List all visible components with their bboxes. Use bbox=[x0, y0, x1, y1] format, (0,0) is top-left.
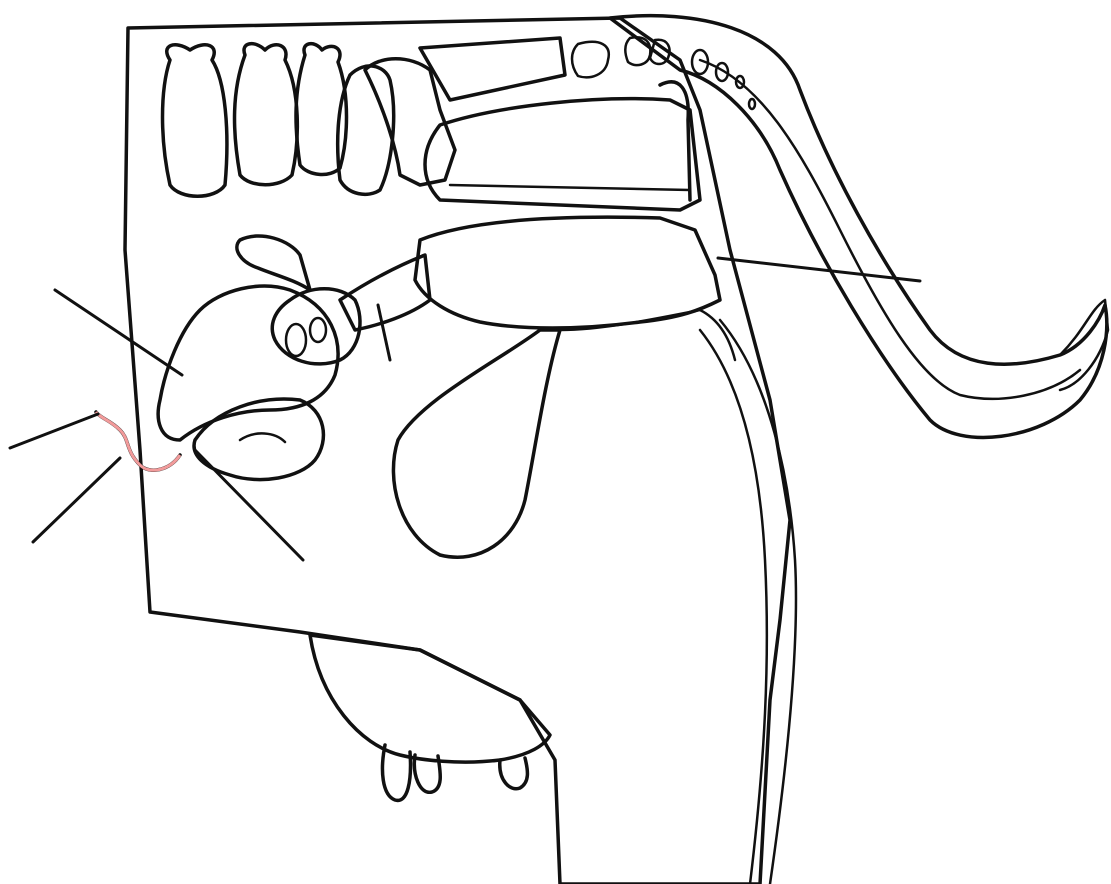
ovary-left bbox=[286, 324, 306, 356]
uterine-body bbox=[272, 289, 360, 364]
leader-lines bbox=[10, 258, 920, 560]
broad-ligament-fold bbox=[237, 236, 310, 290]
udder bbox=[310, 635, 550, 762]
leader-line-uterine-horn bbox=[195, 450, 303, 560]
vagina bbox=[415, 217, 720, 328]
leader-line-cervix bbox=[378, 305, 390, 360]
rectum bbox=[425, 82, 700, 210]
teat-rear bbox=[500, 758, 528, 789]
bladder-shape bbox=[393, 330, 560, 557]
hind-leg-contour bbox=[700, 330, 767, 884]
ovary-right bbox=[310, 318, 326, 342]
vertebra-2 bbox=[235, 44, 298, 185]
rectum-shape bbox=[425, 99, 700, 210]
vertebra-1 bbox=[163, 45, 227, 196]
uterine-horn-curl bbox=[240, 433, 285, 442]
reproductive-tract bbox=[96, 217, 720, 479]
urinary-bladder bbox=[393, 310, 735, 557]
vertebrae bbox=[163, 37, 756, 196]
tail-vertebra-7 bbox=[749, 99, 755, 109]
leader-line-ovary bbox=[55, 290, 182, 375]
sacrum bbox=[365, 59, 455, 185]
urethra bbox=[560, 310, 735, 360]
leader-line-oviduct-upper bbox=[10, 414, 98, 448]
caudal-vertebrae-bar bbox=[420, 38, 565, 100]
tail-vertebra-1 bbox=[572, 42, 609, 77]
rectum-inner bbox=[450, 185, 690, 190]
tail-vertebra-2 bbox=[625, 37, 650, 65]
leader-line-oviduct-lower bbox=[33, 458, 120, 542]
